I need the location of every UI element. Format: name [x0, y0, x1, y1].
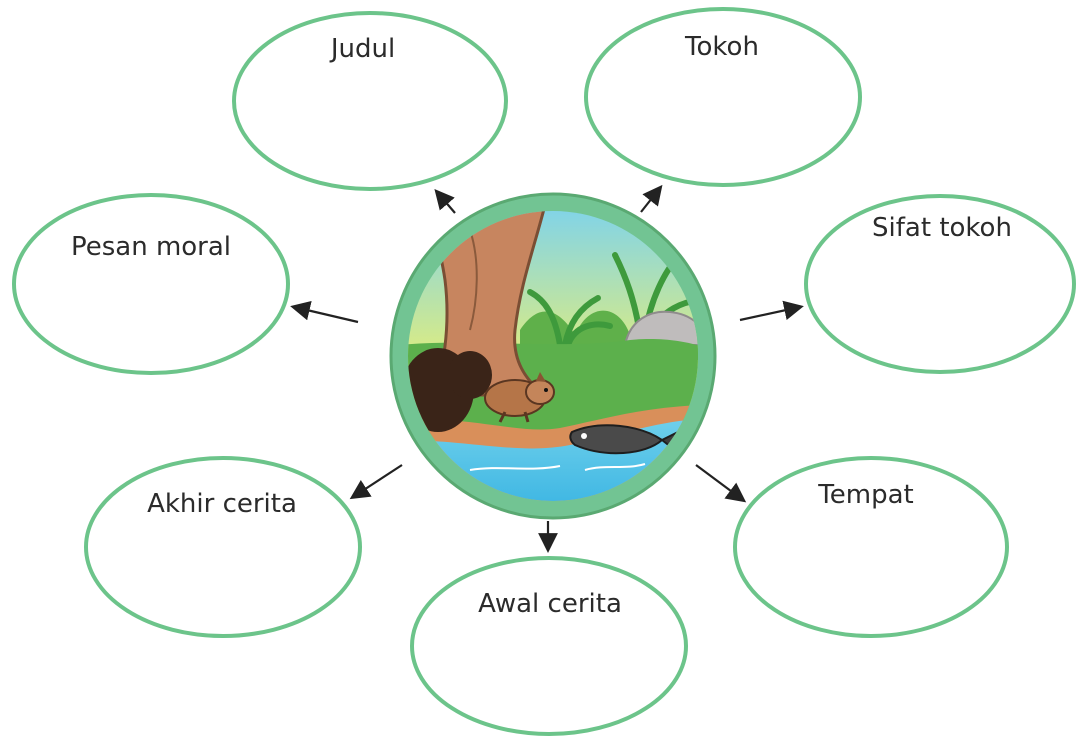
- awal-cerita-bubble: [412, 558, 686, 734]
- arrow-to-sifat-tokoh: [740, 307, 800, 320]
- arrow-to-akhir-cerita: [353, 465, 402, 497]
- judul-label: Judul: [329, 34, 395, 64]
- sifat-tokoh-label: Sifat tokoh: [872, 213, 1012, 243]
- akhir-cerita-label: Akhir cerita: [147, 489, 297, 519]
- node-akhir-cerita: Akhir cerita: [86, 458, 360, 636]
- node-tempat: Tempat: [735, 458, 1007, 636]
- node-judul: Judul: [234, 13, 506, 189]
- pesan-moral-label: Pesan moral: [71, 232, 231, 262]
- akhir-cerita-bubble: [86, 458, 360, 636]
- node-pesan-moral: Pesan moral: [14, 195, 288, 373]
- arrow-to-pesan-moral: [294, 307, 358, 322]
- arrow-to-tokoh: [641, 188, 660, 212]
- center-illustration: [391, 194, 715, 518]
- arrow-to-judul: [437, 192, 455, 213]
- tokoh-label: Tokoh: [684, 32, 759, 62]
- arrow-to-tempat: [696, 465, 743, 500]
- tempat-label: Tempat: [817, 480, 913, 510]
- node-tokoh: Tokoh: [586, 9, 860, 185]
- pesan-moral-bubble: [14, 195, 288, 373]
- awal-cerita-label: Awal cerita: [478, 589, 622, 619]
- node-sifat-tokoh: Sifat tokoh: [806, 196, 1074, 372]
- node-awal-cerita: Awal cerita: [412, 558, 686, 734]
